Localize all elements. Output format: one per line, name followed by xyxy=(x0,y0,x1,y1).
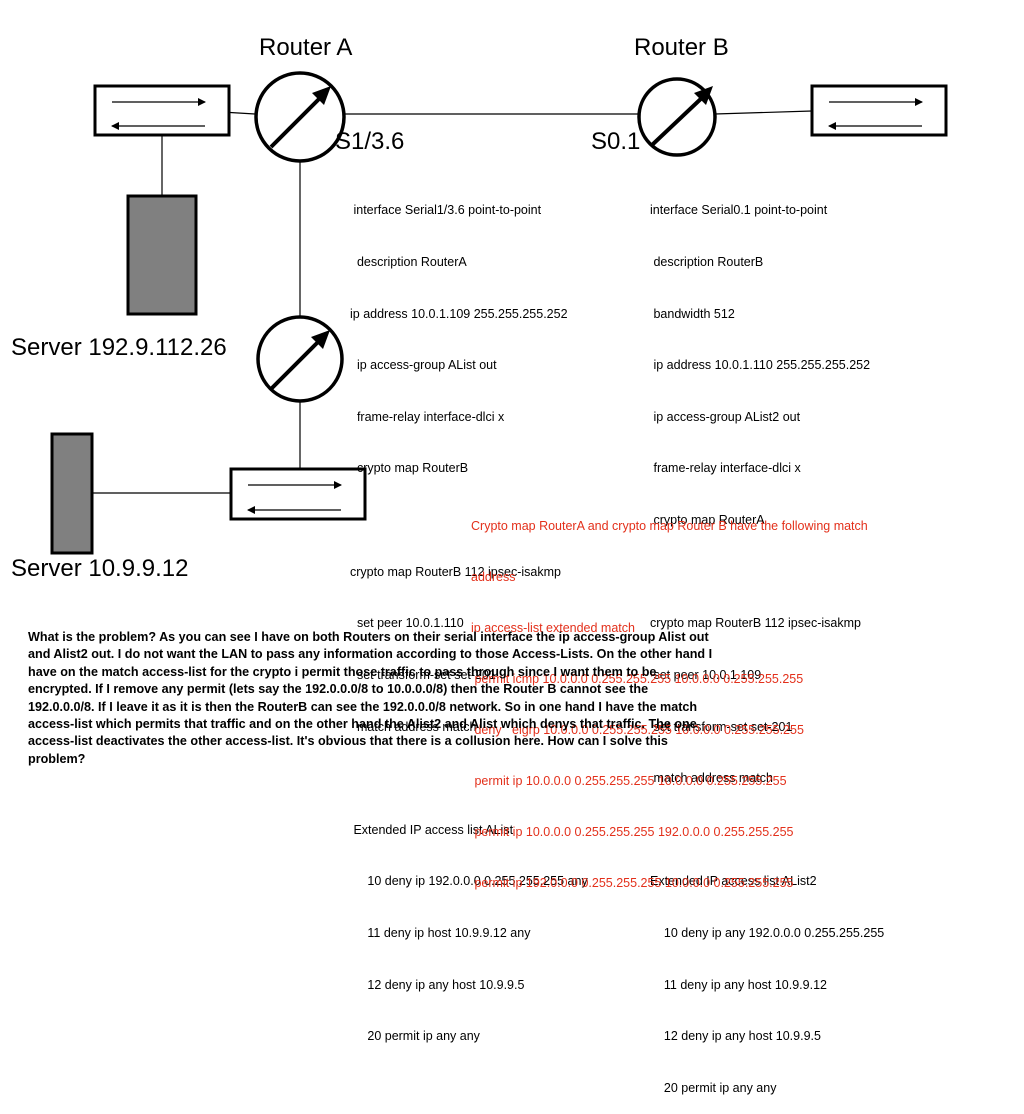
switch-icon xyxy=(229,467,367,521)
config-line: crypto map RouterB 112 ipsec-isakmp xyxy=(650,616,861,631)
note-line: permit ip 10.0.0.0 0.255.255.255 10.0.0.… xyxy=(471,774,787,788)
link-lines xyxy=(92,110,813,494)
note-line: ip access-list extended match xyxy=(471,621,635,635)
router-a-label: Router A xyxy=(259,34,353,61)
switch-icon xyxy=(810,84,948,137)
config-line: ip address 10.0.1.109 255.255.255.252 xyxy=(350,306,568,321)
server-icon xyxy=(126,194,198,316)
note-line: Crypto map RouterA and crypto map Router… xyxy=(471,519,868,533)
note-line: permit ip 192.0.0.0 0.255.255.255 10.0.0… xyxy=(471,876,794,890)
config-line: 10 deny ip any 192.0.0.0 0.255.255.255 xyxy=(650,925,885,940)
config-line: ip access-group AList out xyxy=(350,358,497,373)
config-line: 11 deny ip any host 10.9.9.12 xyxy=(650,977,827,992)
router-icon xyxy=(637,77,717,157)
config-line: set transform-set set-201 xyxy=(650,719,793,734)
config-line: 20 permit ip any any xyxy=(650,1080,777,1095)
server-1-label: Server 192.9.112.26 xyxy=(11,334,227,361)
router-icon xyxy=(256,315,344,403)
router-icon xyxy=(254,71,346,163)
router-b-label: Router B xyxy=(634,34,729,61)
switch-icon xyxy=(93,84,231,137)
config-line: set transform-set set-201 xyxy=(350,667,496,682)
config-line: crypto map RouterA xyxy=(650,513,765,528)
server-2-label: Server 10.9.9.12 xyxy=(11,555,189,582)
config-line: description RouterB xyxy=(650,255,764,270)
config-line: frame-relay interface-dlci x xyxy=(350,409,505,424)
config-line: bandwidth 512 xyxy=(650,306,735,321)
config-line: crypto map RouterB 112 ipsec-isakmp xyxy=(350,564,561,579)
config-line: frame-relay interface-dlci x xyxy=(650,461,801,476)
note-line: permit ip 10.0.0.0 0.255.255.255 192.0.0… xyxy=(471,825,794,839)
network-diagram xyxy=(50,71,948,555)
note-line: address xyxy=(471,570,516,584)
interface-b-label: S0.1 xyxy=(591,128,641,155)
config-line: match address match xyxy=(350,719,477,734)
interface-a-label: S1/3.6 xyxy=(335,128,405,155)
config-line: 12 deny ip any host 10.9.9.5 xyxy=(350,977,525,992)
config-line: description RouterA xyxy=(350,255,467,270)
note-line: permit icmp 10.0.0.0 0.255.255.255 10.0.… xyxy=(471,672,804,686)
config-line: interface Serial1/3.6 point-to-point xyxy=(350,203,542,218)
config-line: interface Serial0.1 point-to-point xyxy=(650,203,828,218)
config-line: 20 permit ip any any xyxy=(350,1029,480,1044)
config-line: set peer 10.0.1.109 xyxy=(650,667,762,682)
config-line: 12 deny ip any host 10.9.9.5 xyxy=(650,1029,821,1044)
config-line: crypto map RouterB xyxy=(350,461,469,476)
config-line: ip access-group AList2 out xyxy=(650,409,801,424)
server-icon xyxy=(50,432,94,555)
link-router-b-switch-right xyxy=(714,110,813,115)
config-line: 11 deny ip host 10.9.9.12 any xyxy=(350,925,531,940)
config-line: ip address 10.0.1.110 255.255.255.252 xyxy=(650,358,871,373)
note-line: deny eigrp 10.0.0.0 0.255.255.255 10.0.0… xyxy=(471,723,804,737)
config-line: set peer 10.0.1.110 xyxy=(350,616,464,631)
question-paragraph: What is the problem? As you can see I ha… xyxy=(28,630,713,766)
